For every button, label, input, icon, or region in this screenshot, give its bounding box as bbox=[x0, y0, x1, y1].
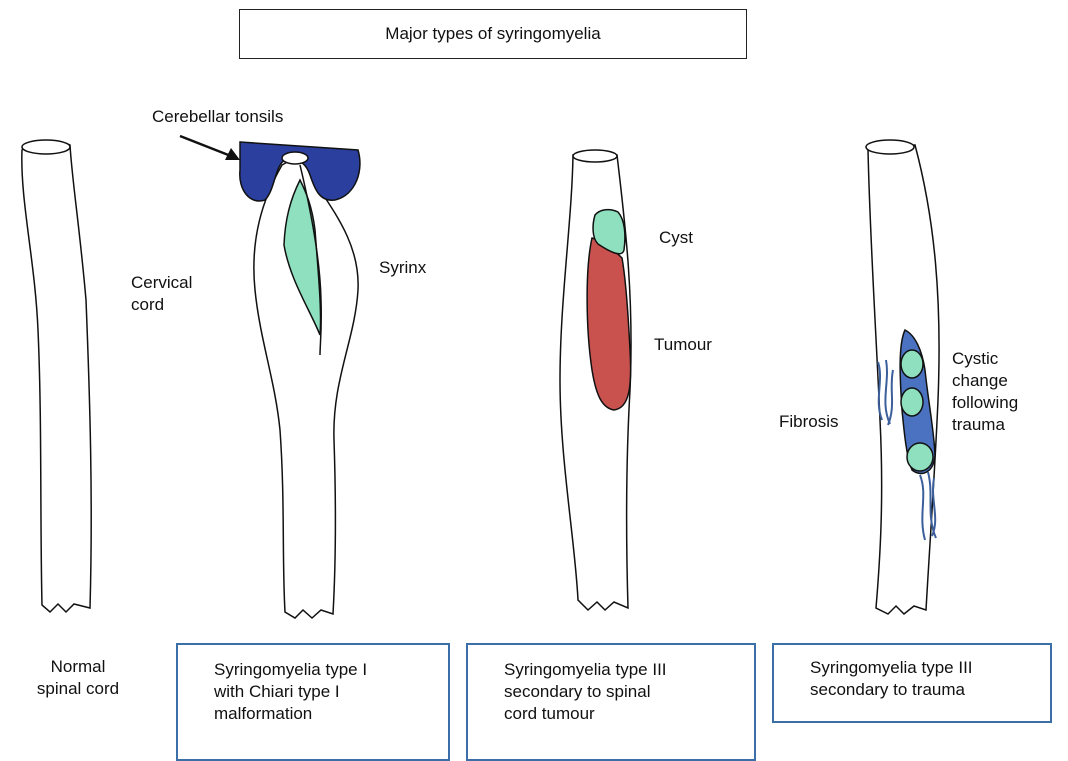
type3-trauma-caption-box: Syringomyelia type III secondary to trau… bbox=[772, 643, 1052, 723]
chiari-spinal-cord bbox=[180, 136, 360, 618]
pointer-arrow bbox=[180, 136, 236, 158]
cystic-change-label: Cystic change following trauma bbox=[952, 348, 1018, 436]
syrinx-label: Syrinx bbox=[379, 257, 426, 279]
type1-caption-box: Syringomyelia type I with Chiari type I … bbox=[176, 643, 450, 761]
normal-cord-caption: Normal spinal cord bbox=[18, 656, 138, 700]
normal-spinal-cord bbox=[22, 140, 91, 612]
fibrosis-label: Fibrosis bbox=[779, 411, 839, 433]
cyst-label: Cyst bbox=[659, 227, 693, 249]
cervical-cord-label: Cervical cord bbox=[131, 272, 192, 316]
type3-tumour-caption-box: Syringomyelia type III secondary to spin… bbox=[466, 643, 756, 761]
trauma-cyst-middle bbox=[901, 388, 923, 416]
cerebellar-tonsils-label: Cerebellar tonsils bbox=[152, 106, 283, 128]
tumour-label: Tumour bbox=[654, 334, 712, 356]
tumour-spinal-cord bbox=[560, 150, 631, 610]
trauma-cyst-lower bbox=[907, 443, 933, 471]
trauma-cyst-upper bbox=[901, 350, 923, 378]
trauma-spinal-cord bbox=[866, 140, 939, 614]
